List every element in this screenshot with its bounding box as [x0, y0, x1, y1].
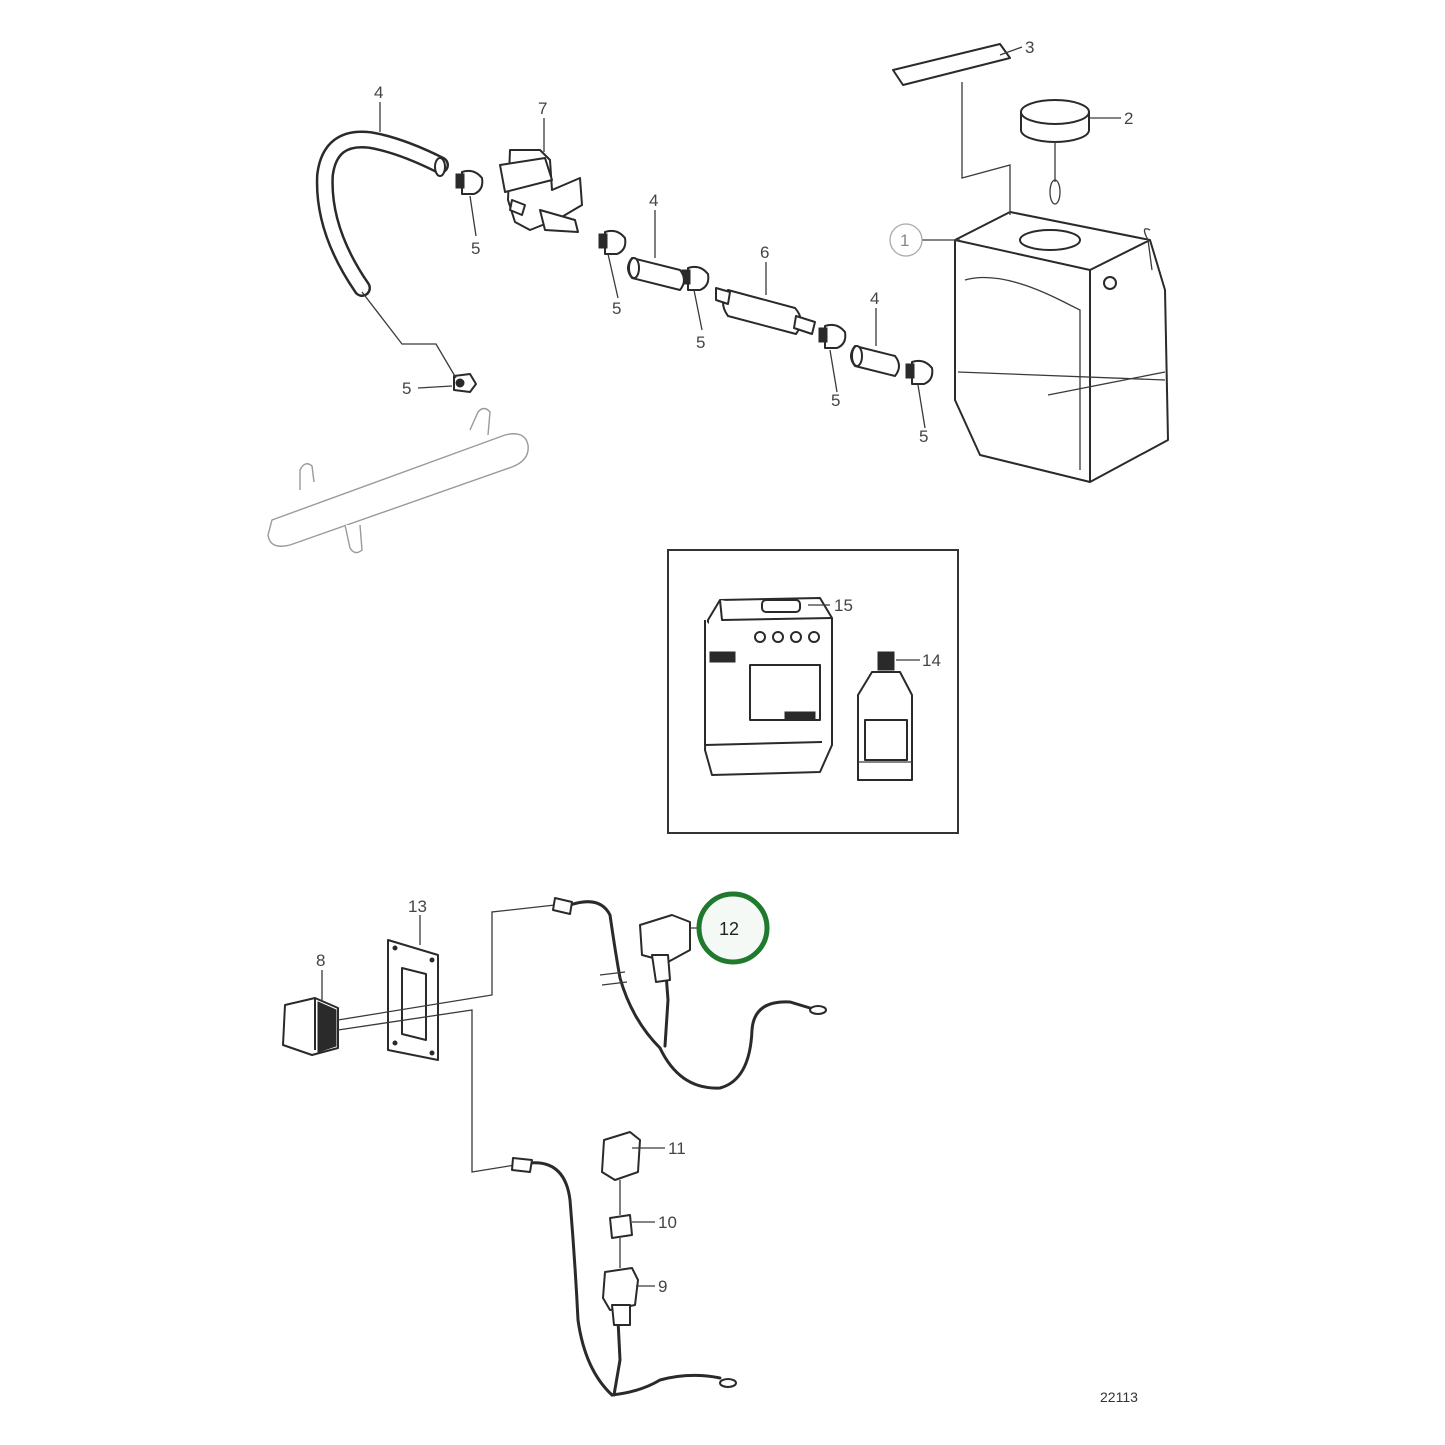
- harness-lower: [511, 1131, 737, 1397]
- callout-circle-1: [889, 223, 923, 257]
- fluid-bottle: [857, 651, 913, 781]
- callout-5-e: 5: [919, 427, 928, 446]
- leader-lines-upper: [361, 46, 1121, 429]
- callout-5-a: 5: [471, 239, 480, 258]
- tank-cap: [1020, 99, 1090, 205]
- callout-4-section-a: 4: [649, 191, 658, 210]
- callout-4-hose: 4: [374, 83, 383, 102]
- switch-part: [282, 997, 339, 1056]
- callout-5-c: 5: [696, 333, 705, 352]
- filter-part: [715, 287, 816, 335]
- callout-4-section-b: 4: [870, 289, 879, 308]
- hose-short-sections: [627, 257, 900, 377]
- highlight-ring: [696, 891, 770, 965]
- hose-curved: [315, 130, 449, 297]
- label-plate: [892, 43, 1011, 86]
- valve-part: [499, 149, 583, 233]
- callout-13: 13: [408, 897, 427, 916]
- callout-9: 9: [658, 1277, 667, 1296]
- callout-5-b: 5: [612, 299, 621, 318]
- callout-15: 15: [834, 596, 853, 615]
- callout-5-d: 5: [831, 391, 840, 410]
- callout-7: 7: [538, 99, 547, 118]
- fluid-inset-box: [667, 549, 959, 834]
- callout-8: 8: [316, 951, 325, 970]
- callout-3: 3: [1025, 38, 1034, 57]
- coolant-tank: [954, 211, 1169, 483]
- clamp-parts: [453, 169, 934, 393]
- mounting-plate: [387, 939, 439, 1061]
- callout-10: 10: [658, 1213, 677, 1232]
- callout-14: 14: [922, 651, 941, 670]
- callout-11: 11: [668, 1139, 686, 1158]
- callout-6: 6: [760, 243, 769, 262]
- switch-wires: [337, 904, 556, 1173]
- callout-labels: 3 2 1 4 7 4 6 4 5 5 5 5 5 5 15 14 8 13 1…: [316, 38, 1138, 1405]
- callout-12[interactable]: 12: [719, 919, 739, 939]
- harness-upper: [552, 897, 827, 1090]
- callout-5-f: 5: [402, 379, 411, 398]
- fluid-canister: [704, 597, 833, 776]
- engine-pipe-outline: [267, 407, 529, 554]
- callout-2: 2: [1124, 109, 1133, 128]
- callout-1: 1: [900, 231, 909, 250]
- callout-12-highlight[interactable]: [696, 891, 770, 965]
- drawing-reference-number: 22113: [1100, 1389, 1138, 1405]
